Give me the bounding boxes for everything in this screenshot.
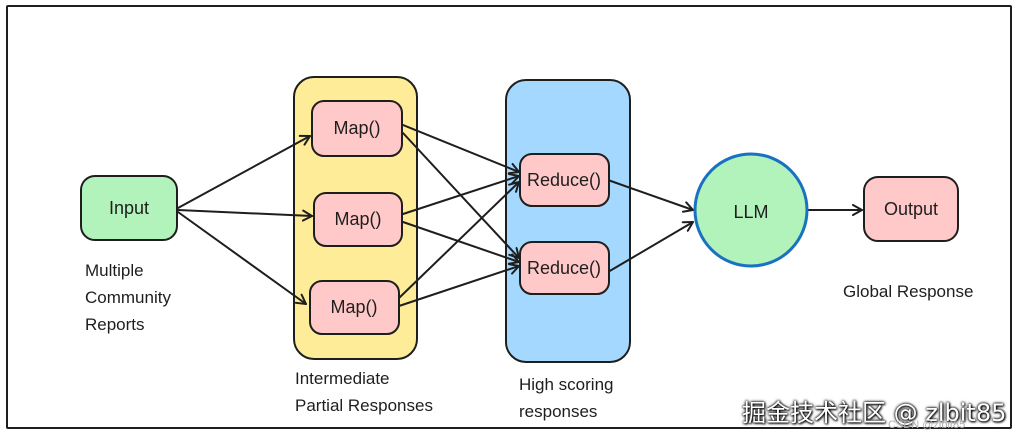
- input-caption-line: Community: [85, 288, 171, 307]
- node-map-1: Map(): [311, 100, 403, 157]
- node-reduce-1: Reduce(): [519, 153, 610, 207]
- arrow-reduce-1-to-llm: [607, 179, 694, 213]
- node-input: Input: [80, 175, 178, 241]
- node-reduce-2-label: Reduce(): [527, 258, 601, 278]
- map-group-caption: Intermediate Partial Responses: [295, 365, 433, 419]
- reduce-group-caption: High scoring responses: [519, 371, 614, 425]
- node-llm: LLM: [693, 152, 809, 268]
- reduce-group-caption-line: High scoring: [519, 375, 614, 394]
- map-group-caption-line: Intermediate: [295, 369, 390, 388]
- arrow-input-to-map-1: [177, 134, 311, 209]
- arrow-map-2-to-reduce-1: [402, 173, 520, 215]
- node-reduce-2: Reduce(): [519, 241, 610, 295]
- node-map-2: Map(): [313, 192, 403, 247]
- node-output-label: Output: [884, 199, 938, 219]
- node-output: Output: [863, 176, 959, 242]
- map-group-caption-line: Partial Responses: [295, 396, 433, 415]
- node-reduce-1-label: Reduce(): [527, 170, 601, 190]
- arrow-input-to-map-2: [177, 209, 313, 222]
- input-caption-line: Multiple: [85, 261, 144, 280]
- input-caption-line: Reports: [85, 315, 145, 334]
- output-caption: Global Response: [843, 278, 973, 305]
- diagram-frame: [6, 5, 1012, 429]
- arrow-map-2-to-reduce-2: [402, 221, 520, 265]
- output-caption-line: Global Response: [843, 282, 974, 301]
- arrow-map-3-to-reduce-1: [398, 181, 520, 299]
- arrow-map-3-to-reduce-2: [398, 263, 520, 307]
- arrow-map-1-to-reduce-1: [402, 124, 520, 175]
- node-map-3: Map(): [309, 280, 400, 335]
- watermark: 掘金技术社区 @ zlbit85: [742, 399, 1007, 427]
- node-llm-label: LLM: [733, 202, 768, 222]
- watermark-sub: CSDN @zlbit85: [888, 419, 966, 431]
- arrow-input-to-map-3: [177, 211, 307, 305]
- node-map-3-label: Map(): [330, 297, 377, 317]
- arrows: [177, 124, 863, 307]
- input-caption: Multiple Community Reports: [85, 257, 171, 338]
- node-input-label: Input: [109, 198, 149, 218]
- node-map-2-label: Map(): [334, 209, 381, 229]
- arrow-reduce-2-to-llm: [607, 221, 694, 273]
- node-map-1-label: Map(): [333, 118, 380, 138]
- reduce-group-container: [505, 79, 631, 363]
- reduce-group-caption-line: responses: [519, 402, 598, 421]
